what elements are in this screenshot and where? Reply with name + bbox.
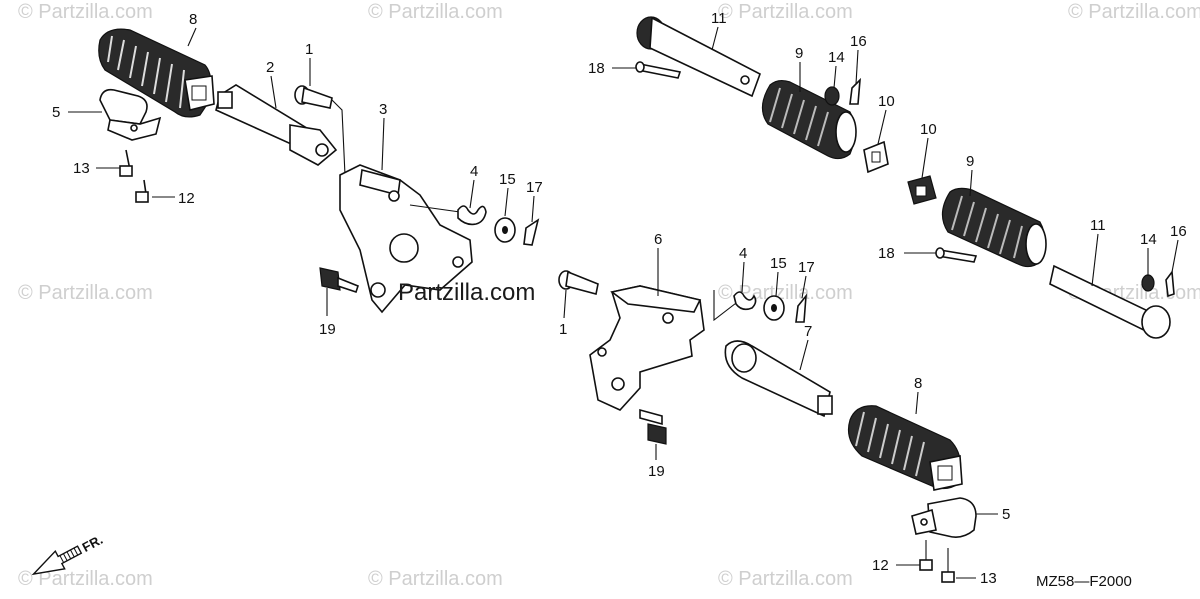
rubber-footpeg-lower[interactable] bbox=[847, 405, 963, 491]
washer-right[interactable] bbox=[763, 295, 785, 321]
peg-holder-upper-left[interactable] bbox=[99, 88, 162, 141]
callout-11: 11 bbox=[711, 10, 727, 27]
callout-10: 10 bbox=[920, 121, 937, 138]
callout-6: 6 bbox=[654, 231, 662, 248]
callout-14: 14 bbox=[828, 49, 845, 66]
bolt-19-left[interactable] bbox=[319, 267, 359, 294]
pivot-pin-lower[interactable] bbox=[558, 270, 599, 295]
leader-lines bbox=[68, 26, 1179, 579]
callout-12: 12 bbox=[872, 557, 889, 574]
watermark: © Partzilla.com bbox=[18, 568, 153, 590]
pin-18-upper[interactable] bbox=[635, 61, 682, 79]
callout-13: 13 bbox=[980, 570, 997, 587]
footpeg-bracket-left[interactable] bbox=[339, 164, 473, 314]
footpeg-shaft-right[interactable] bbox=[724, 340, 833, 418]
washer-14-lower[interactable] bbox=[1141, 274, 1155, 292]
cotter-pin-16-lower[interactable] bbox=[1165, 269, 1175, 298]
watermark: © Partzilla.com bbox=[18, 282, 153, 304]
footpeg-shaft-left[interactable] bbox=[215, 84, 338, 166]
cotter-pin-16-upper[interactable] bbox=[849, 77, 861, 105]
callout-8: 8 bbox=[189, 11, 197, 28]
callout-labels: 8 2 1 3 5 13 12 4 15 17 19 11 18 9 14 16… bbox=[52, 10, 1187, 587]
washer-14-upper[interactable] bbox=[824, 86, 840, 106]
washer-left[interactable] bbox=[494, 217, 516, 243]
callout-16: 16 bbox=[850, 33, 867, 50]
rubber-sleeve-9-upper[interactable] bbox=[761, 79, 857, 160]
bolt-12-lower[interactable] bbox=[919, 540, 933, 571]
direction-label: FR. bbox=[80, 532, 106, 555]
spring-left[interactable] bbox=[409, 204, 487, 226]
callout-18: 18 bbox=[588, 60, 605, 77]
callout-1: 1 bbox=[305, 41, 313, 58]
site-label: Partzilla.com bbox=[398, 279, 535, 306]
peg-holder-lower-right[interactable] bbox=[911, 497, 977, 538]
pivot-pin-11-lower[interactable] bbox=[1049, 264, 1171, 339]
callout-11: 11 bbox=[1090, 217, 1106, 234]
pivot-pin-upper[interactable] bbox=[294, 85, 346, 176]
callout-16: 16 bbox=[1170, 223, 1187, 240]
callout-8: 8 bbox=[914, 375, 922, 392]
bolt-19-right[interactable] bbox=[639, 408, 667, 445]
bolt-12-upper-left[interactable] bbox=[135, 179, 149, 203]
rubber-sleeve-9-lower[interactable] bbox=[941, 187, 1047, 268]
callout-3: 3 bbox=[379, 101, 387, 118]
callout-2: 2 bbox=[266, 59, 274, 76]
callout-19: 19 bbox=[648, 463, 665, 480]
pin-18-lower[interactable] bbox=[935, 247, 978, 263]
callout-5: 5 bbox=[1002, 506, 1010, 523]
callout-12: 12 bbox=[178, 190, 195, 207]
watermark: © Partzilla.com bbox=[368, 1, 503, 23]
callout-9: 9 bbox=[795, 45, 803, 62]
callout-10: 10 bbox=[878, 93, 895, 110]
footpeg-bracket-right[interactable] bbox=[589, 285, 705, 411]
callout-17: 17 bbox=[798, 259, 815, 276]
bolt-13-lower[interactable] bbox=[941, 548, 955, 583]
callout-1: 1 bbox=[559, 321, 567, 338]
watermark: © Partzilla.com bbox=[718, 568, 853, 590]
pivot-pin-11-upper[interactable] bbox=[636, 16, 761, 98]
callout-17: 17 bbox=[526, 179, 543, 196]
diagram-code: MZ58—F2000 bbox=[1036, 573, 1132, 590]
plate-washer-10-lower[interactable] bbox=[907, 175, 937, 205]
callout-7: 7 bbox=[804, 323, 812, 340]
plate-washer-10-upper[interactable] bbox=[863, 140, 889, 174]
callout-14: 14 bbox=[1140, 231, 1157, 248]
watermark: © Partzilla.com bbox=[1068, 1, 1200, 23]
callout-15: 15 bbox=[499, 171, 516, 188]
rubber-footpeg-upper-left[interactable] bbox=[98, 28, 215, 118]
callout-5: 5 bbox=[52, 104, 60, 121]
callout-9: 9 bbox=[966, 153, 974, 170]
callout-4: 4 bbox=[470, 163, 478, 180]
callout-4: 4 bbox=[739, 245, 747, 262]
watermark: © Partzilla.com bbox=[18, 1, 153, 23]
callout-15: 15 bbox=[770, 255, 787, 272]
spring-right[interactable] bbox=[713, 290, 757, 322]
watermark: © Partzilla.com bbox=[368, 568, 503, 590]
bolt-13-upper-left[interactable] bbox=[119, 149, 133, 177]
callout-18: 18 bbox=[878, 245, 895, 262]
cotter-pin-left[interactable] bbox=[523, 218, 540, 246]
cotter-pin-right[interactable] bbox=[795, 293, 807, 323]
watermark: © Partzilla.com bbox=[718, 1, 853, 23]
callout-13: 13 bbox=[73, 160, 90, 177]
callout-19: 19 bbox=[319, 321, 336, 338]
